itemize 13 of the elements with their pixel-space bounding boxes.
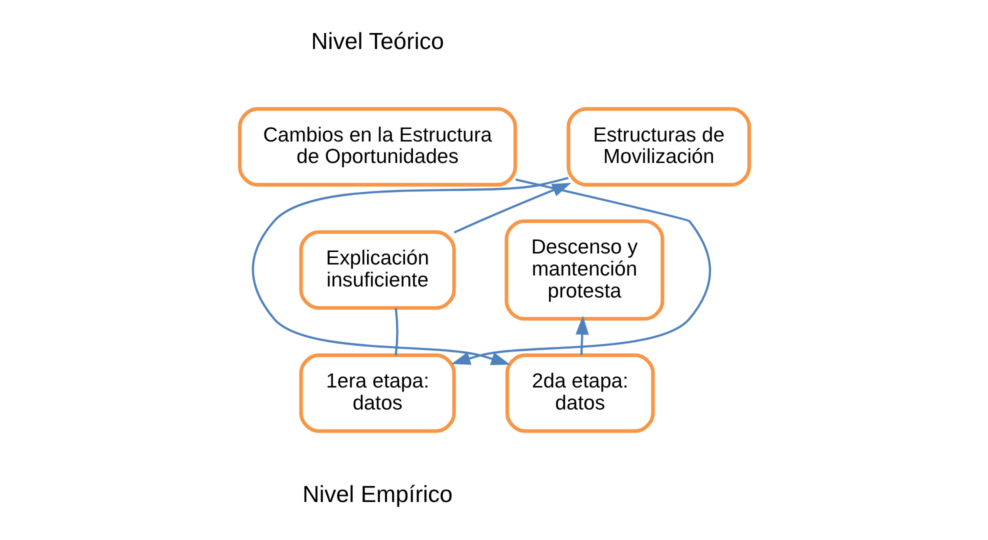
node-box: 2da etapa: datos bbox=[504, 353, 654, 433]
node-box: Cambios en la Estructura de Oportunidades bbox=[238, 107, 517, 187]
node-box: Estructuras de Movilización bbox=[566, 107, 750, 187]
label: Nivel Teórico bbox=[310, 28, 444, 54]
node-box: Descenso y mantención protesta bbox=[504, 219, 664, 321]
arrow bbox=[251, 176, 568, 366]
arrow bbox=[575, 316, 588, 355]
arrow bbox=[453, 182, 571, 234]
node-box: 1era etapa: datos bbox=[298, 353, 456, 433]
connector bbox=[394, 308, 398, 356]
node-box: Explicación insuficiente bbox=[298, 230, 456, 310]
arrow bbox=[450, 178, 711, 365]
label: Nivel Empírico bbox=[302, 481, 452, 508]
